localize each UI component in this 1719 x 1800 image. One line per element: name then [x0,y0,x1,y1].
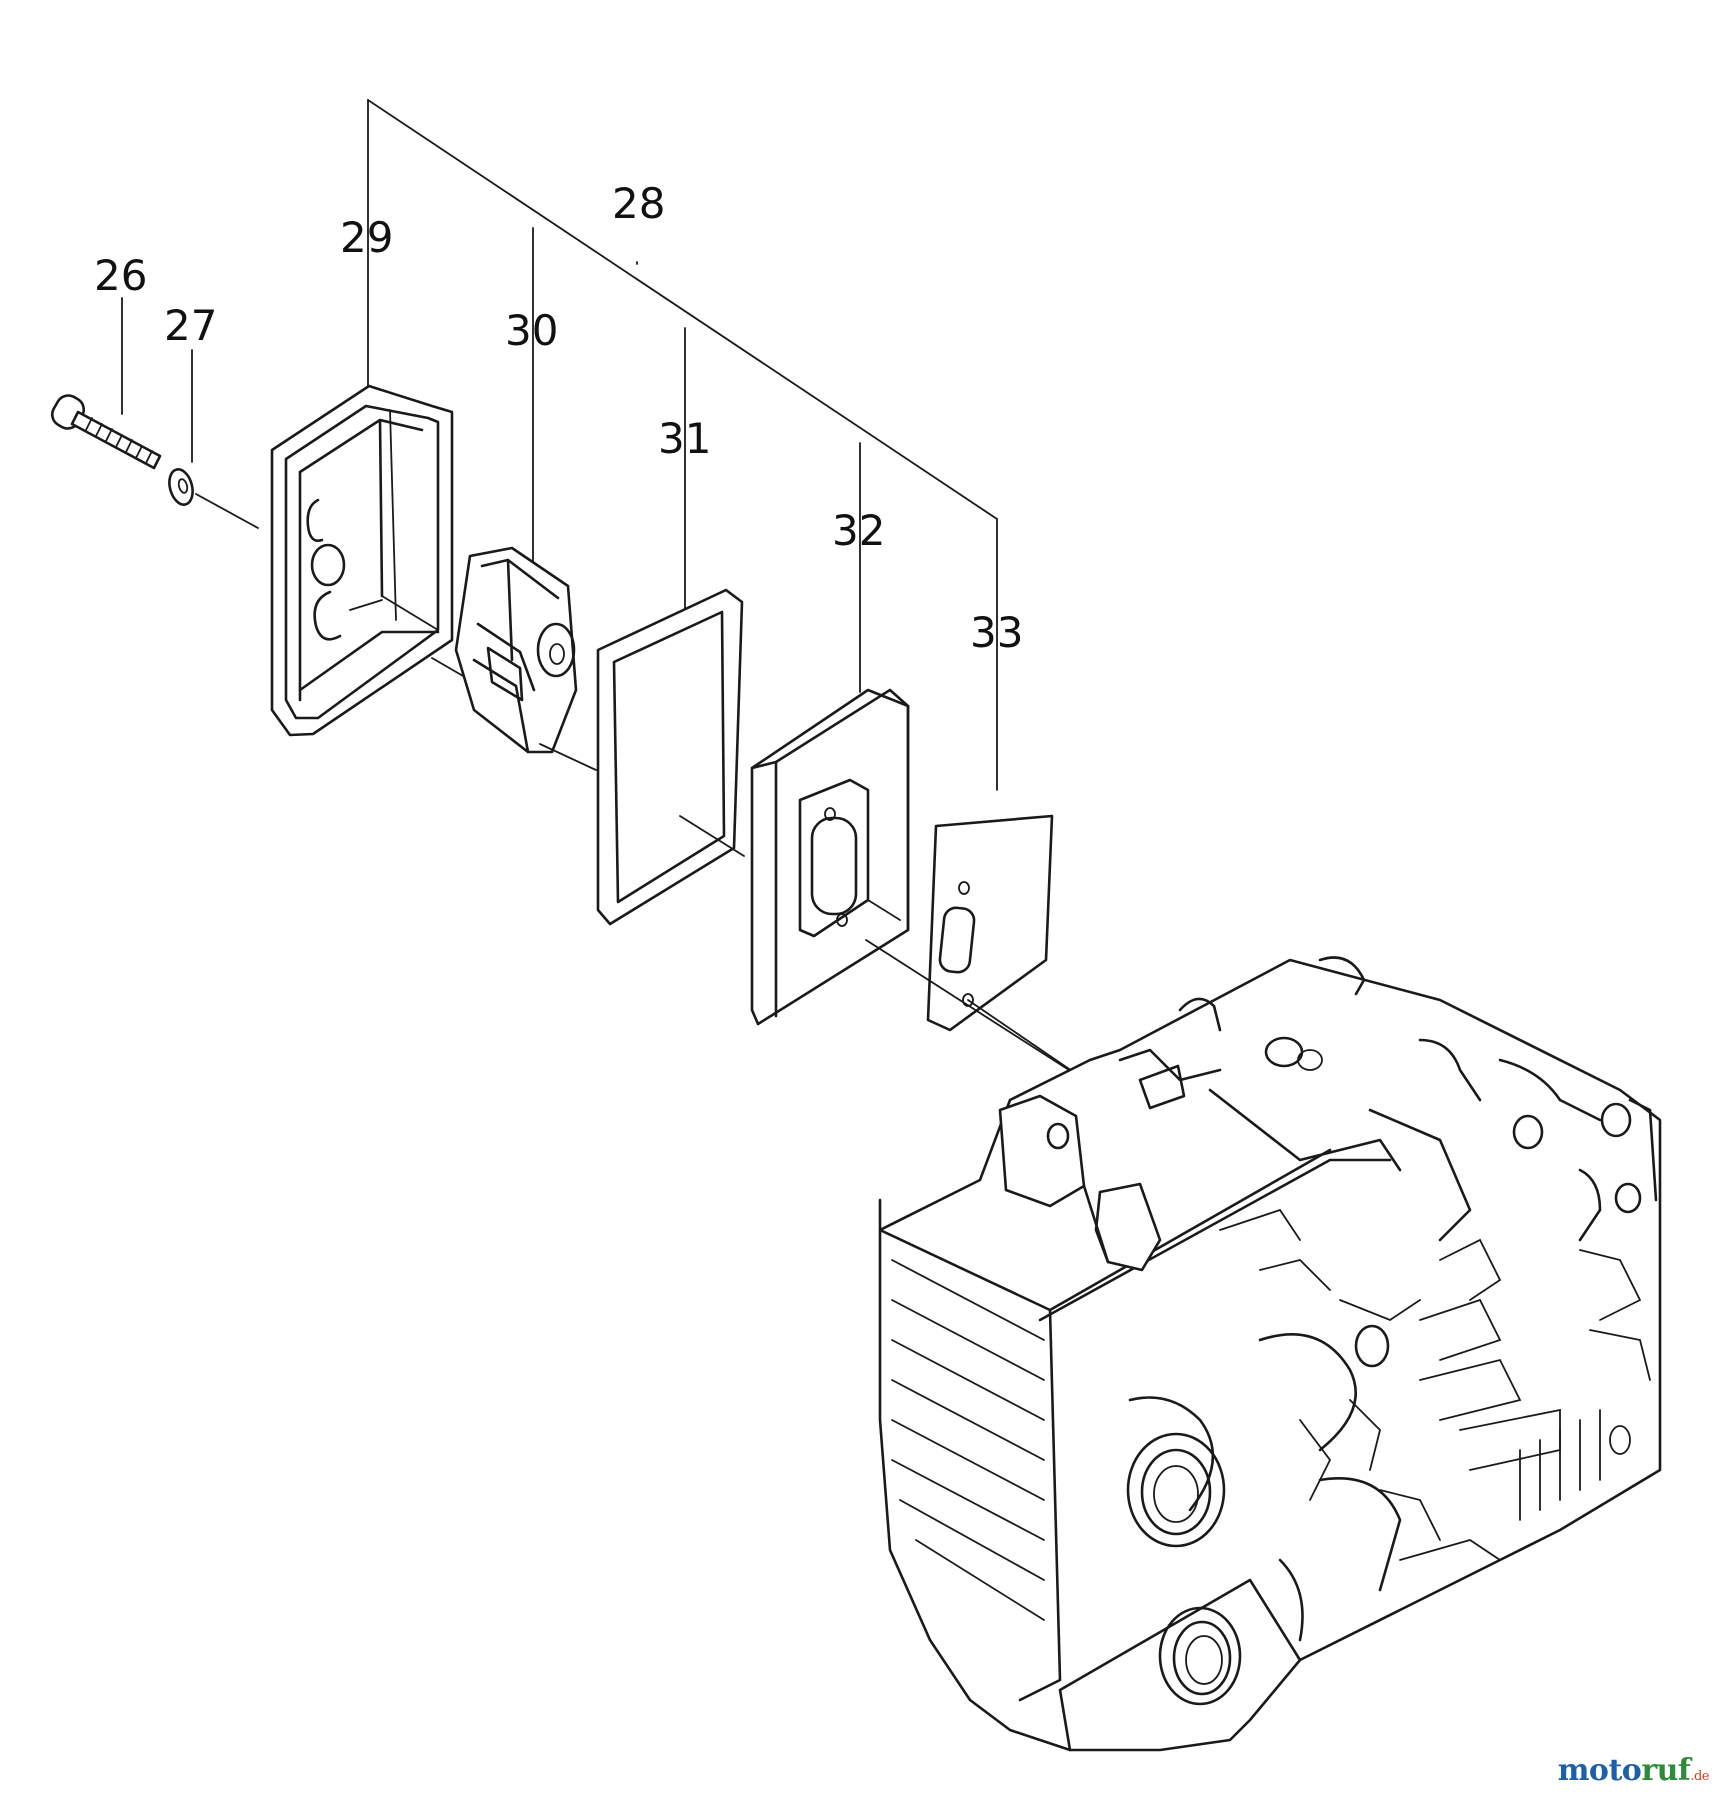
motoruf-watermark-logo: motoruf.de [1557,1753,1710,1788]
label-29: 29 [340,213,393,262]
group-bracket-28 [367,99,998,791]
gasket-part-33[interactable] [865,814,1095,1087]
muffler-cover-part-29[interactable] [270,384,471,737]
muffler-body-part-32[interactable] [750,688,910,1026]
label-32: 32 [832,506,885,555]
deflector-part-30[interactable] [454,546,597,771]
label-31: 31 [658,414,711,463]
label-26: 26 [94,251,147,300]
engine-cylinder-block [878,956,1662,1752]
label-27: 27 [164,301,217,350]
label-30: 30 [505,306,558,355]
label-28: 28 [612,179,665,228]
label-33: 33 [970,608,1023,657]
washer-part-27[interactable] [166,467,259,529]
watermark-text: motoruf [1557,1753,1691,1788]
watermark-tld: .de [1690,1769,1709,1784]
screw-part-26[interactable] [48,391,162,470]
gasket-part-31[interactable] [596,588,745,926]
